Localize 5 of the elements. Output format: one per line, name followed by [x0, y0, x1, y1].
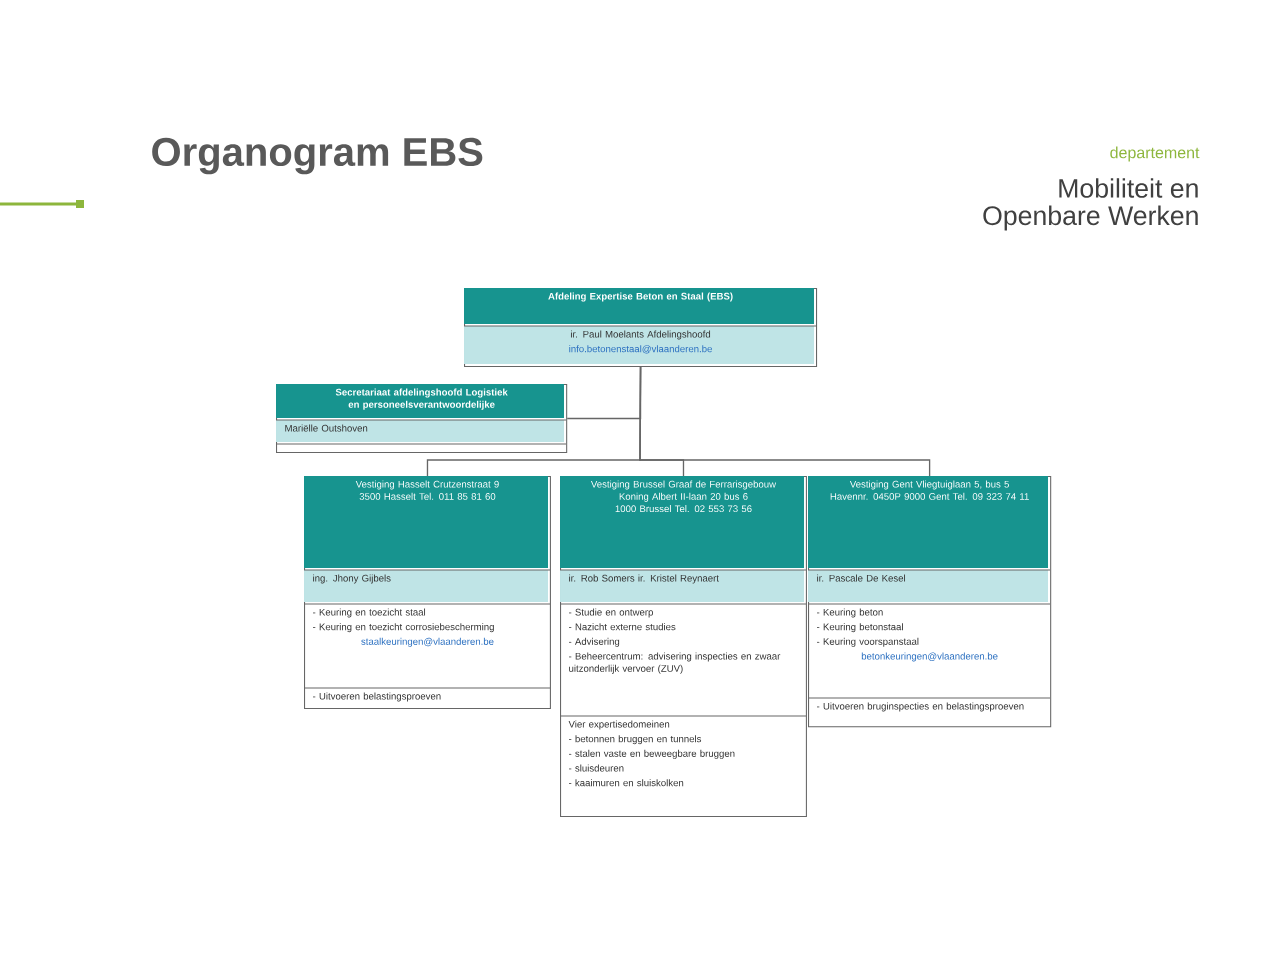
- connector-line: [639, 366, 931, 477]
- department-name: departement: [1110, 146, 1200, 162]
- department-name: Openbare Werken: [983, 205, 1198, 231]
- title: Organogram EBS: [152, 137, 483, 175]
- department-name: Mobiliteit en: [1059, 178, 1198, 198]
